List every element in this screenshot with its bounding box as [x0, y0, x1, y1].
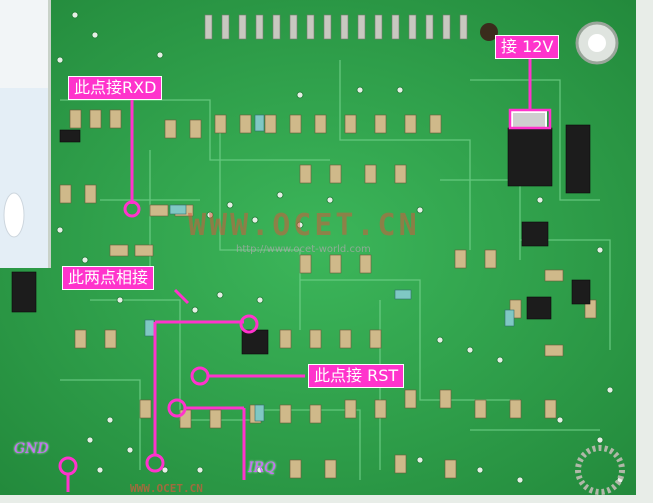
power-callout: 接 12V — [495, 35, 560, 59]
gnd-marker-circle — [58, 456, 78, 476]
rxd-marker-circle — [123, 200, 141, 218]
watermark-sub: http://www.ocet-world.com — [236, 244, 371, 255]
irq-label: IRQ — [248, 460, 276, 476]
bridge-lower-marker-circle — [145, 453, 165, 473]
rxd-callout: 此点接RXD — [68, 76, 163, 100]
gnd-label: GND — [14, 441, 49, 457]
irq-marker-circle — [167, 398, 187, 418]
power-marker-box — [508, 108, 552, 130]
bridge-callout: 此两点相接 — [62, 266, 155, 290]
bridge-marker-circle — [239, 314, 259, 334]
marker-circles — [58, 200, 259, 476]
watermark-main: WWW.OCET.CN — [188, 208, 420, 243]
rst-marker-circle — [190, 366, 210, 386]
watermark-bottom: WWW.OCET.CN — [130, 482, 203, 495]
rst-callout: 此点接 RST — [308, 364, 405, 388]
